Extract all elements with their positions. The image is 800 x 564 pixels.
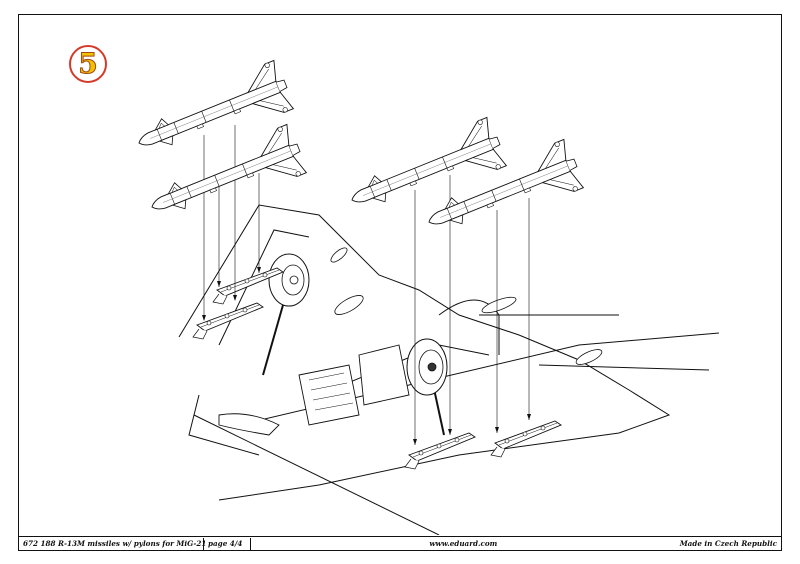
- missile-4: [418, 137, 586, 247]
- assembly-guide-lines: [203, 125, 530, 445]
- instruction-sheet: 5 672 188 R-13M missiles w/ pylons for M…: [18, 14, 782, 551]
- panel-ovals: [330, 247, 603, 365]
- footer-bar: 672 188 R-13M missiles w/ pylons for MiG…: [19, 536, 781, 550]
- wing-outline: [178, 204, 720, 535]
- assembly-drawing: [128, 58, 720, 535]
- pylon-left-outer: [192, 302, 264, 340]
- guide-arrows: [202, 267, 531, 445]
- footer-title: 672 188 R-13M missiles w/ pylons for MiG…: [19, 537, 206, 550]
- footer-url: www.eduard.com: [429, 538, 498, 548]
- pylon-right-inner: [404, 432, 476, 470]
- missile-3: [341, 115, 509, 225]
- main-wheel-right: [406, 338, 448, 436]
- footer-page: page 4/4: [204, 537, 251, 550]
- step-number: 5: [78, 47, 99, 80]
- pylon-right-outer: [490, 420, 562, 458]
- main-wheel-left: [262, 253, 310, 376]
- footer-made-in: Made in Czech Republic: [679, 538, 777, 548]
- fuselage-bay: [218, 344, 410, 436]
- step-number-badge: 5: [69, 45, 107, 83]
